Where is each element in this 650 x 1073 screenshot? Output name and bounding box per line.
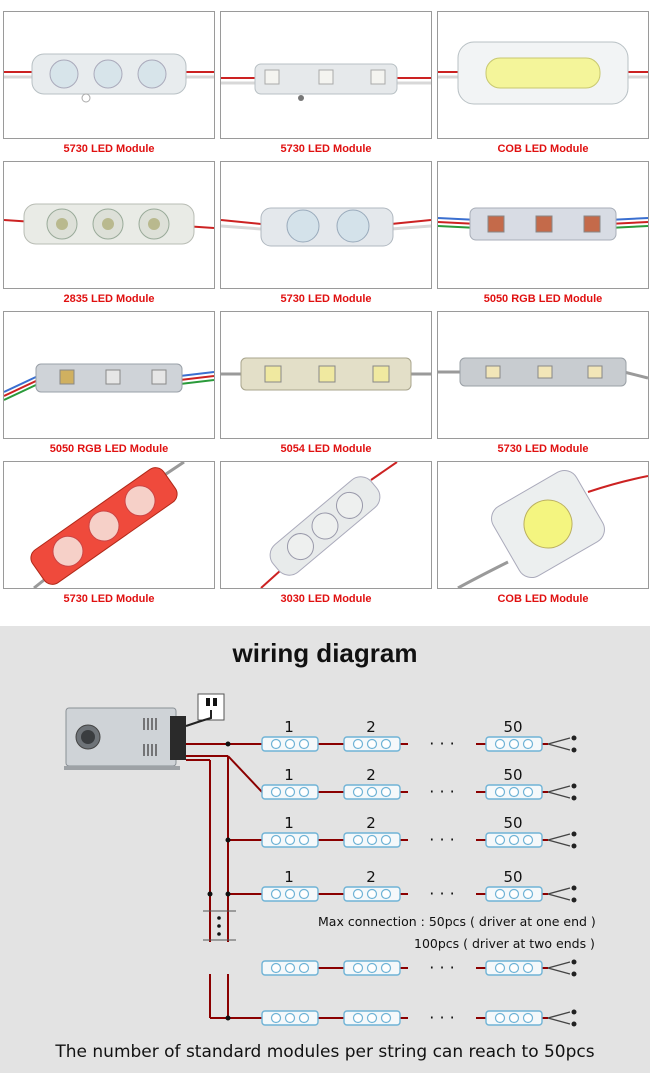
module-number-label: 2 xyxy=(366,766,376,784)
ellipsis-label: · · · xyxy=(429,782,454,801)
product-caption: 5730 LED Module xyxy=(280,293,372,305)
module-row: · · · xyxy=(261,958,577,977)
led-module-icon xyxy=(261,832,319,848)
module-row: 1 2 50 · · · xyxy=(261,868,577,903)
product-card[interactable]: COB LED Module xyxy=(437,11,649,159)
product-card[interactable]: 5730 LED Module xyxy=(3,461,215,609)
product-caption: 2835 LED Module xyxy=(63,293,155,305)
product-caption: 5730 LED Module xyxy=(63,143,155,155)
product-photo xyxy=(3,311,215,439)
module-number-label: 1 xyxy=(284,868,294,886)
ellipsis-label: · · · xyxy=(429,734,454,753)
product-caption: 5730 LED Module xyxy=(63,593,155,605)
wiring-footer: The number of standard modules per strin… xyxy=(55,1042,595,1062)
module-rows: 1 2 50 · · · 1 2 50 · · · 1 2 50 · · · 1 2 50 · · · · · … xyxy=(261,718,577,1027)
product-caption: 5050 RGB LED Module xyxy=(483,293,603,305)
product-card[interactable]: 5730 LED Module xyxy=(437,311,649,459)
product-card[interactable]: 5730 LED Module xyxy=(220,161,432,309)
product-card[interactable]: 5050 RGB LED Module xyxy=(3,311,215,459)
product-caption: 5730 LED Module xyxy=(280,143,372,155)
module-number-label: 50 xyxy=(503,718,522,736)
module-number-label: 50 xyxy=(503,814,522,832)
product-card[interactable]: 3030 LED Module xyxy=(220,461,432,609)
led-module-icon xyxy=(485,832,543,848)
product-card[interactable]: COB LED Module xyxy=(437,461,649,609)
product-caption: 5054 LED Module xyxy=(280,443,372,455)
ellipsis-label: · · · xyxy=(429,958,454,977)
product-card[interactable]: 5054 LED Module xyxy=(220,311,432,459)
ellipsis-label: · · · xyxy=(429,830,454,849)
wire-end-icon xyxy=(547,959,577,977)
module-number-label: 2 xyxy=(366,814,376,832)
power-socket-icon xyxy=(185,693,225,727)
wire-end-icon xyxy=(547,885,577,903)
led-module-icon xyxy=(485,886,543,902)
product-grid: 5730 LED Module 5730 LED Module xyxy=(3,11,649,609)
module-number-label: 50 xyxy=(503,868,522,886)
product-caption: COB LED Module xyxy=(497,143,589,155)
led-module-icon xyxy=(485,960,543,976)
product-caption: 3030 LED Module xyxy=(280,593,372,605)
module-row: 1 2 50 · · · xyxy=(261,814,577,849)
product-photo xyxy=(220,11,432,139)
product-card[interactable]: 2835 LED Module xyxy=(3,161,215,309)
product-photo xyxy=(3,161,215,289)
ellipsis-label: · · · xyxy=(429,1008,454,1027)
wire-end-icon xyxy=(547,783,577,801)
wire-end-icon xyxy=(547,1009,577,1027)
product-caption: COB LED Module xyxy=(497,593,589,605)
led-module-icon xyxy=(261,784,319,800)
product-card[interactable]: 5050 RGB LED Module xyxy=(437,161,649,309)
led-module-icon xyxy=(343,886,401,902)
wiring-diagram: 1 2 50 · · · 1 2 50 · · · 1 2 50 · · · 1 2 50 · · · · · … xyxy=(64,693,577,1027)
led-module-icon xyxy=(261,886,319,902)
product-photo xyxy=(437,311,649,439)
led-module-icon xyxy=(343,784,401,800)
power-supply xyxy=(64,707,186,770)
module-number-label: 2 xyxy=(366,718,376,736)
led-module-icon xyxy=(485,784,543,800)
product-photo xyxy=(220,161,432,289)
wire-end-icon xyxy=(547,831,577,849)
led-module-icon xyxy=(343,1010,401,1026)
product-photo xyxy=(3,461,215,589)
module-number-label: 50 xyxy=(503,766,522,784)
led-module-icon xyxy=(261,1010,319,1026)
module-number-label: 1 xyxy=(284,718,294,736)
module-row: · · · xyxy=(261,1008,577,1027)
product-photo xyxy=(220,461,432,589)
product-card[interactable]: 5730 LED Module xyxy=(3,11,215,159)
product-caption: 5050 RGB LED Module xyxy=(49,443,169,455)
module-number-label: 1 xyxy=(284,814,294,832)
module-row: 1 2 50 · · · xyxy=(261,718,577,753)
module-number-label: 2 xyxy=(366,868,376,886)
product-card[interactable]: 5730 LED Module xyxy=(220,11,432,159)
wiring-diagram-panel: wiring diagram xyxy=(0,626,650,1073)
bus-wires xyxy=(186,743,263,1019)
led-module-icon xyxy=(343,960,401,976)
module-row: 1 2 50 · · · xyxy=(261,766,577,801)
led-module-icon xyxy=(261,736,319,752)
product-photo xyxy=(3,11,215,139)
led-module-icon xyxy=(343,736,401,752)
led-module-icon xyxy=(343,832,401,848)
max-connection-note: Max connection : 50pcs ( driver at one e… xyxy=(318,914,596,929)
led-module-icon xyxy=(261,960,319,976)
led-module-icon xyxy=(485,1010,543,1026)
double-end-note: 100pcs ( driver at two ends ) xyxy=(414,936,595,951)
product-photo xyxy=(220,311,432,439)
product-photo xyxy=(437,161,649,289)
ellipsis-label: · · · xyxy=(429,884,454,903)
product-caption: 5730 LED Module xyxy=(497,443,589,455)
wire-end-icon xyxy=(547,735,577,753)
led-module-icon xyxy=(485,736,543,752)
module-number-label: 1 xyxy=(284,766,294,784)
product-photo xyxy=(437,461,649,589)
product-photo xyxy=(437,11,649,139)
wiring-title: wiring diagram xyxy=(232,638,418,668)
